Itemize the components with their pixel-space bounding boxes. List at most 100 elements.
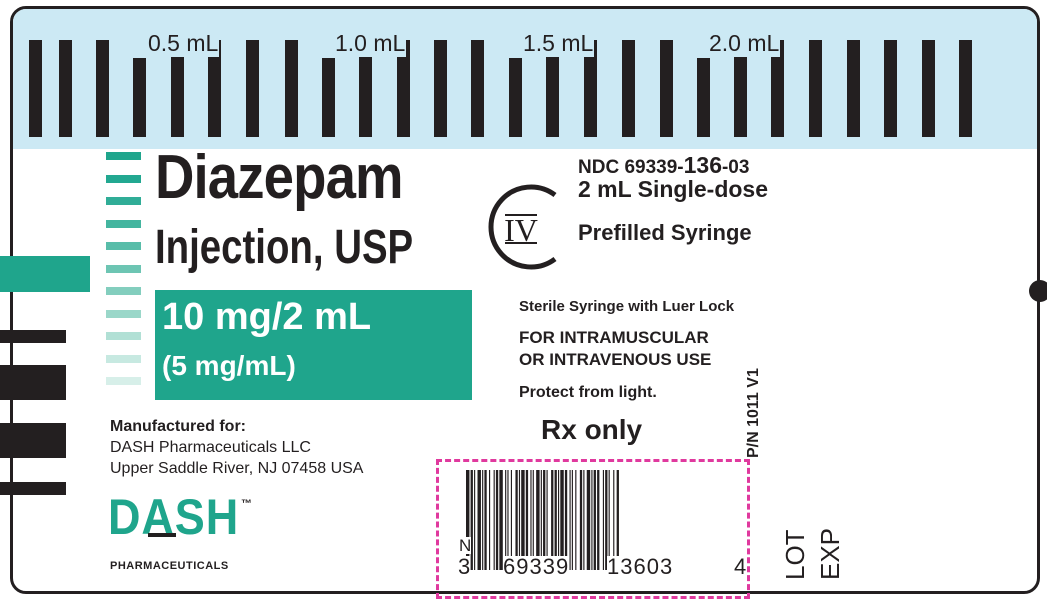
graduation-tick <box>322 58 335 137</box>
ndc-prefix: NDC 69339- <box>578 157 684 178</box>
barcode-bar <box>613 470 615 570</box>
drug-subtitle: Injection, USP <box>155 221 414 274</box>
left-bar <box>0 330 66 343</box>
left-bar <box>0 365 66 400</box>
graduation-tick <box>584 40 597 137</box>
scale-label-0-5: 0.5 mL <box>147 30 220 57</box>
graduation-tick <box>922 40 935 137</box>
drug-name: Diazepam <box>155 143 404 212</box>
manufacturer-heading: Manufactured for: <box>110 418 246 435</box>
scale-label-2-0: 2.0 mL <box>708 30 781 57</box>
barcode-bar <box>543 470 546 570</box>
ndc-number: NDC 69339-136-03 <box>578 152 749 179</box>
exp-label: EXP <box>815 527 845 580</box>
barcode-bar <box>554 470 557 570</box>
barcode-bar <box>583 470 585 570</box>
barcode-bar <box>518 470 521 570</box>
manufacturer-name: DASH Pharmaceuticals LLC <box>110 439 311 456</box>
graduation-tick <box>959 40 972 137</box>
barcode-bar <box>521 470 525 570</box>
graduation-tick <box>546 40 559 137</box>
package-form: Prefilled Syringe <box>578 220 752 245</box>
barcode-bar <box>510 470 512 570</box>
barcode-bar <box>507 470 509 570</box>
strength: 10 mg/2 mL <box>162 296 372 338</box>
barcode-bar <box>593 470 596 570</box>
alignment-dot <box>1029 280 1047 302</box>
barcode-bar <box>470 470 473 570</box>
barcode-bar <box>575 470 577 570</box>
graduation-tick <box>246 40 259 137</box>
dash-trademark: ™ <box>241 498 252 510</box>
gradient-dash <box>106 287 141 295</box>
gradient-dash <box>106 174 141 183</box>
graduation-tick <box>771 40 784 137</box>
package-size: 2 mL Single-dose <box>578 176 769 202</box>
left-teal-tab <box>0 256 90 292</box>
scale-label-1-5: 1.5 mL <box>522 30 595 57</box>
barcode-bar <box>536 470 540 570</box>
barcode-bar <box>560 470 564 570</box>
route-line-2: OR INTRAVENOUS USE <box>519 350 712 369</box>
barcode-digits-1: 69339 <box>503 554 570 579</box>
gradient-dash <box>106 354 141 363</box>
route-line-1: FOR INTRAMUSCULAR <box>519 328 709 347</box>
gradient-dash <box>106 264 141 273</box>
barcode-bar <box>551 470 554 570</box>
graduation-tick <box>734 40 747 137</box>
barcode-digits-2: 13603 <box>607 554 674 579</box>
graduation-tick <box>208 40 221 137</box>
manufacturer-address: Upper Saddle River, NJ 07458 USA <box>110 460 364 477</box>
ndc-product-code: 136 <box>683 152 722 178</box>
barcode-bar <box>569 470 571 570</box>
barcode-n-label: N <box>459 536 472 555</box>
barcode-digit-right: 4 <box>734 554 747 579</box>
sterile-note: Sterile Syringe with Luer Lock <box>519 298 735 315</box>
graduation-tick <box>285 40 298 137</box>
barcode-bar <box>530 470 532 570</box>
gradient-dash <box>106 197 141 205</box>
rx-only: Rx only <box>541 414 643 445</box>
barcode-bar <box>616 470 619 570</box>
barcode-bar <box>602 470 604 570</box>
graduation-tick <box>509 58 522 137</box>
gradient-dash <box>106 152 141 160</box>
graduation-tick <box>471 40 484 137</box>
gradient-dash <box>106 377 141 385</box>
gradient-dash <box>106 242 141 250</box>
ndc-suffix: -03 <box>721 157 750 178</box>
barcode-bar <box>484 470 487 570</box>
concentration: (5 mg/mL) <box>162 350 296 381</box>
barcode-bar <box>466 470 470 570</box>
barcode-bar <box>564 470 568 570</box>
barcode-bar <box>579 470 583 570</box>
barcode-bar <box>474 470 476 570</box>
barcode-digit-left: 3 <box>458 554 471 579</box>
graduation-tick <box>133 58 146 137</box>
storage-note: Protect from light. <box>519 384 657 401</box>
barcode-bar <box>540 470 542 570</box>
gradient-dash <box>106 332 141 340</box>
barcode-bar <box>493 470 495 570</box>
graduation-tick <box>96 40 109 137</box>
left-bar <box>0 423 66 458</box>
barcode-bar <box>597 470 600 570</box>
barcode-bar <box>591 470 593 570</box>
dash-pharmaceuticals: PHARMACEUTICALS <box>110 560 229 572</box>
barcode-bar <box>505 470 507 570</box>
barcode-bar <box>477 470 481 570</box>
graduation-tick <box>29 40 42 137</box>
dash-logo-bar <box>148 533 176 537</box>
barcode-bar <box>525 470 529 570</box>
scale-label-1-0: 1.0 mL <box>334 30 407 57</box>
graduation-tick <box>660 40 673 137</box>
graduation-tick <box>622 40 635 137</box>
graduation-tick <box>397 40 410 137</box>
strength-box <box>155 290 472 400</box>
graduation-tick <box>434 40 447 137</box>
part-number: P/N 1011 V1 <box>745 368 762 458</box>
schedule-iv-icon: IV <box>488 184 557 270</box>
gradient-dash <box>106 219 141 228</box>
graduation-tick <box>847 40 860 137</box>
barcode-bar <box>489 470 491 570</box>
